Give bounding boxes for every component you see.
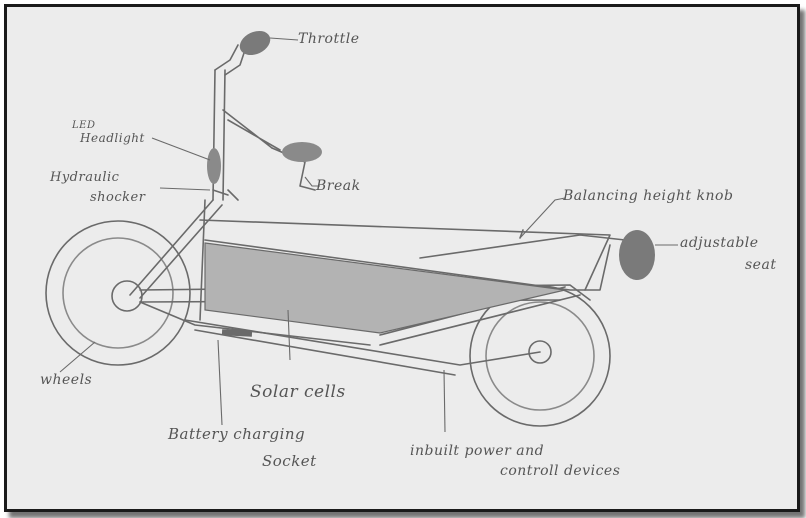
seat-shape [619, 230, 655, 280]
label-led-headlight-1: LED [72, 120, 96, 131]
pointer-lines [59, 37, 678, 433]
drawing-frame [4, 4, 800, 512]
steering-column [129, 44, 316, 299]
label-throttle: Throttle [298, 31, 360, 47]
label-balancing-knob: Balancing height knob [563, 188, 734, 204]
label-hydraulic-1: Hydraulic [50, 170, 120, 185]
label-break: Break [316, 178, 361, 194]
label-battery-2: Socket [262, 452, 317, 470]
headlight-shape [207, 148, 221, 184]
label-wheels: wheels [40, 372, 93, 388]
battery-socket [221, 329, 253, 337]
label-adjustable-seat-2: seat [745, 257, 777, 273]
label-battery-1: Battery charging [168, 425, 306, 443]
label-power-1: inbuilt power and [410, 443, 545, 459]
throttle-grip [239, 30, 271, 56]
label-adjustable-seat-1: adjustable [680, 235, 759, 251]
label-solar-cells: Solar cells [250, 382, 346, 402]
label-hydraulic-2: shocker [90, 190, 146, 205]
label-power-2: controll devices [500, 463, 621, 479]
solar-panel [204, 242, 566, 334]
label-led-headlight-2: Headlight [80, 131, 145, 145]
front-wheel [45, 220, 191, 366]
brake-grip [282, 142, 322, 162]
